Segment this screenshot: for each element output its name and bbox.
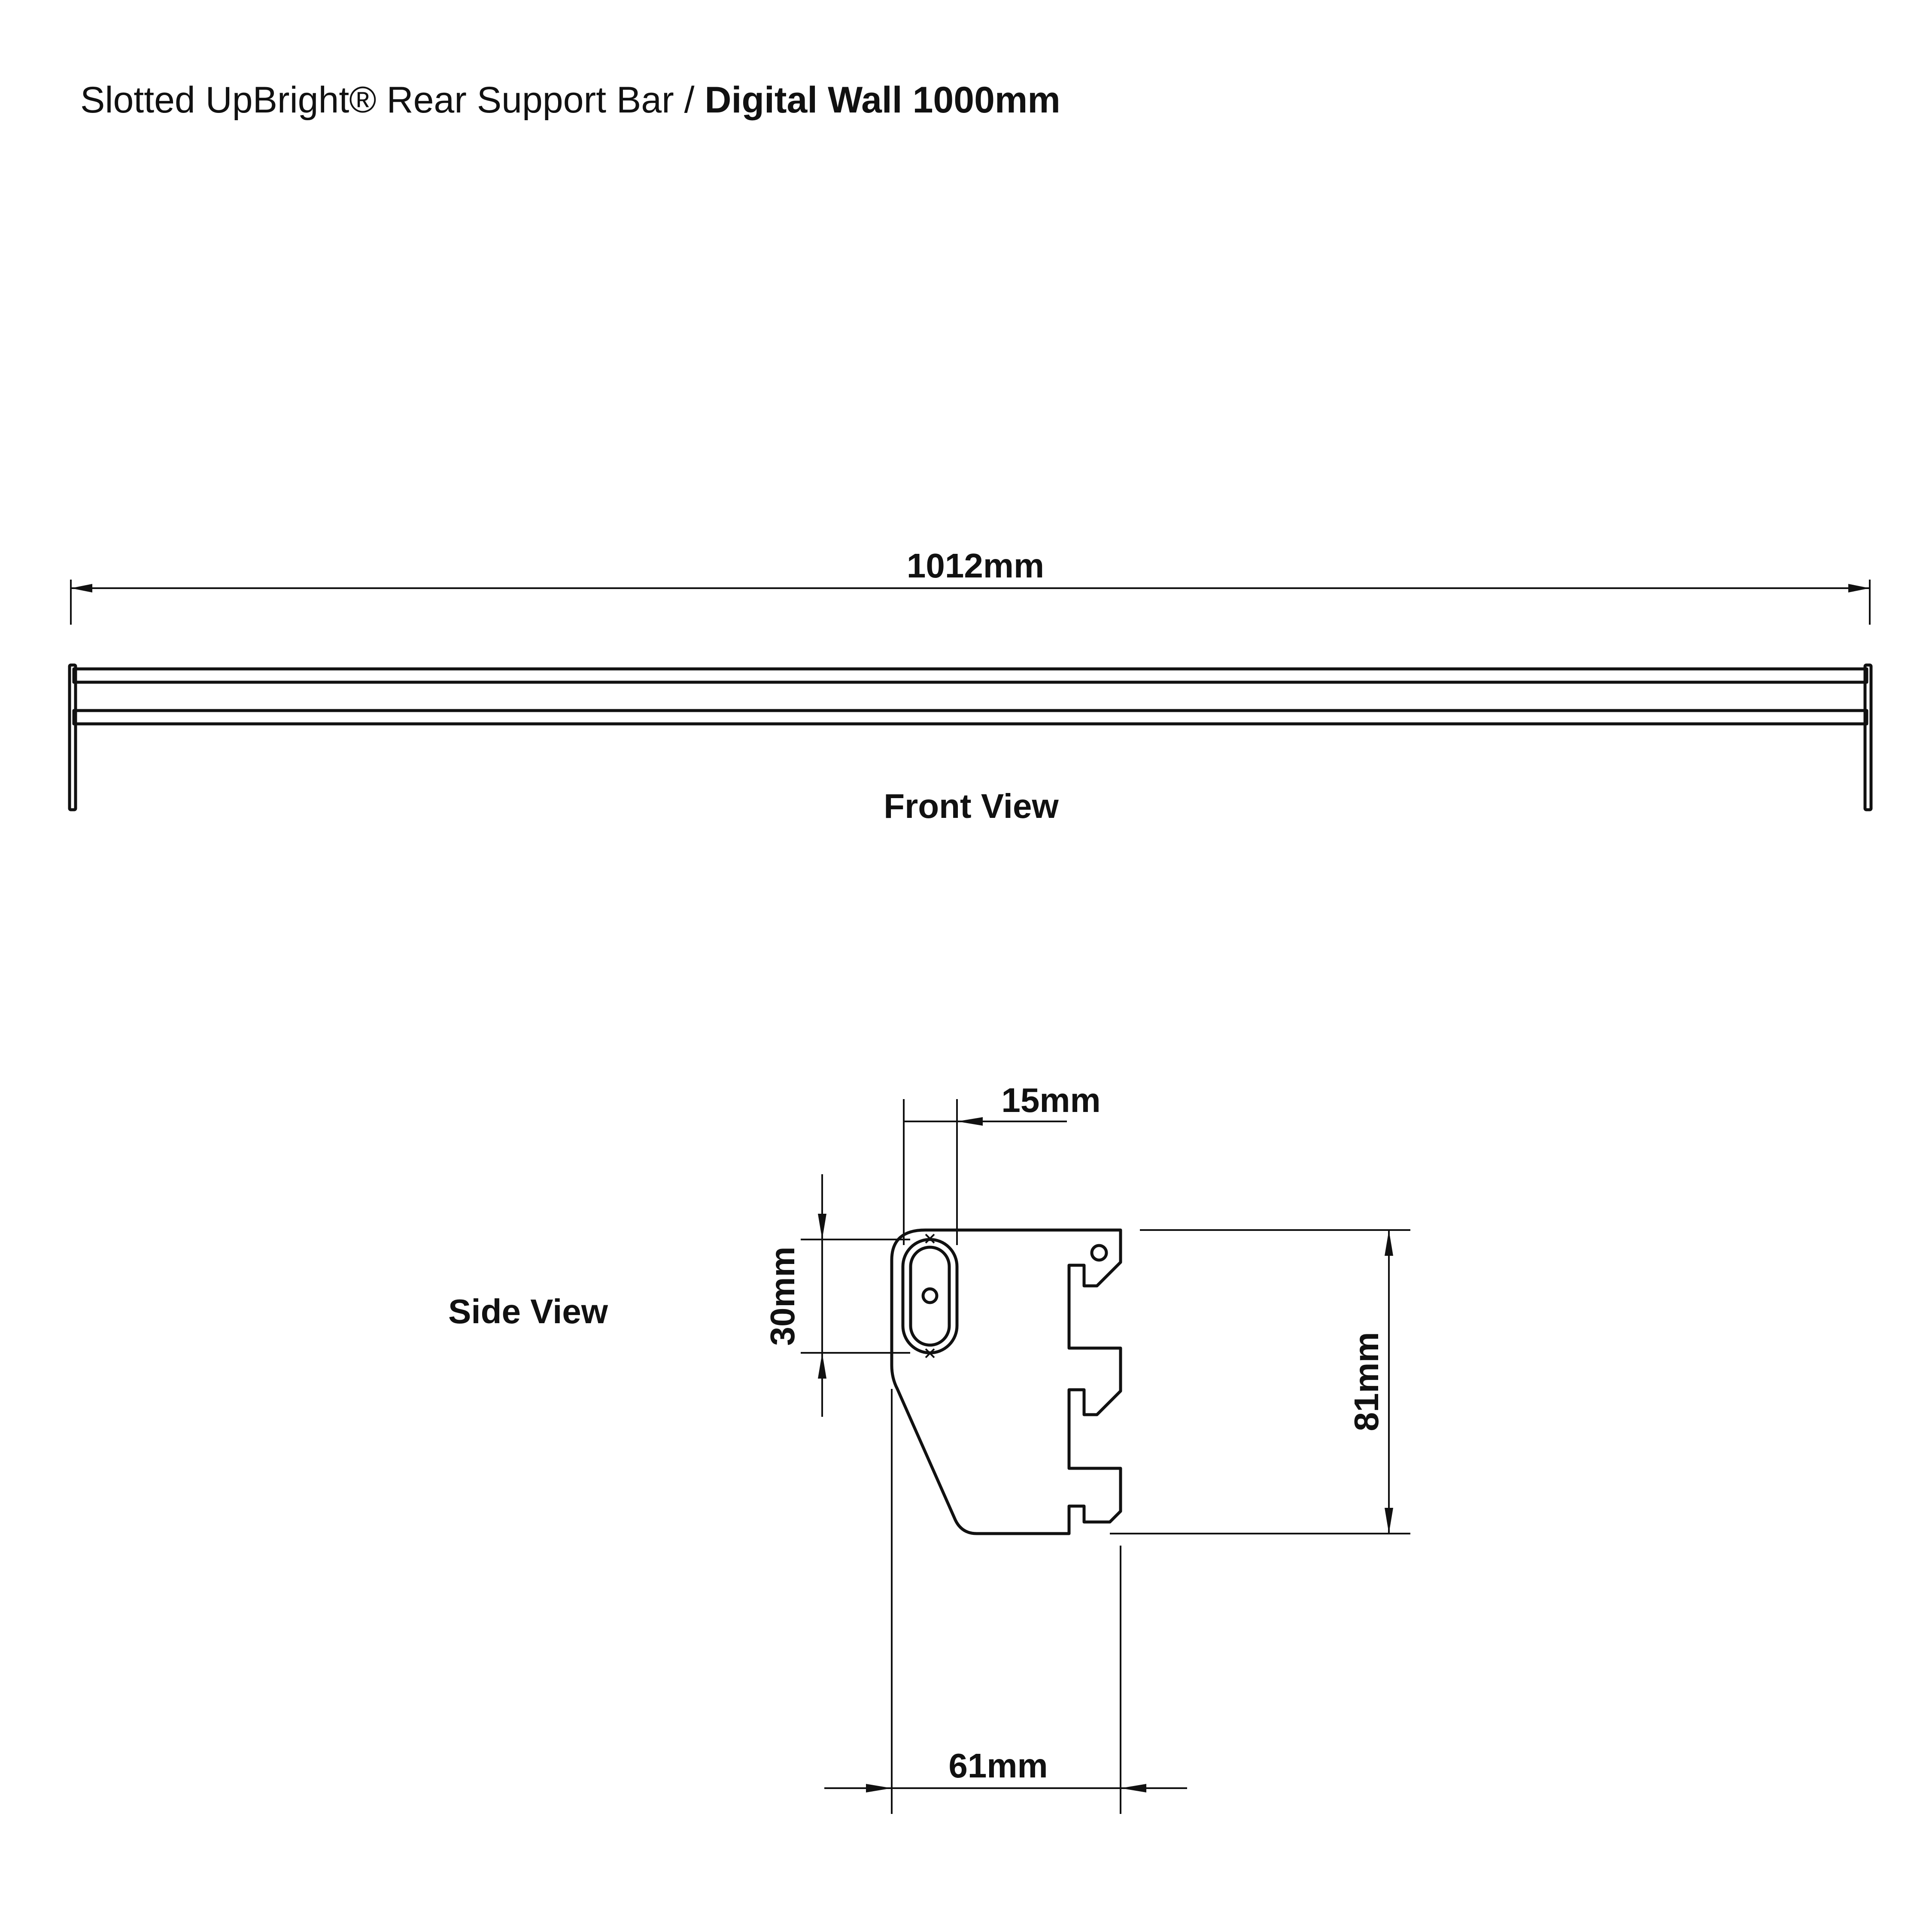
bracket-profile xyxy=(890,1228,1122,1535)
depth-dimension: 61mm xyxy=(824,1389,1187,1814)
slot-width-label: 15mm xyxy=(1001,1081,1100,1119)
title-prefix: Slotted UpBright® Rear Support Bar / xyxy=(80,79,705,121)
height-dimension: 81mm xyxy=(1110,1229,1410,1534)
slot-hole xyxy=(921,1287,939,1304)
side-view: Side View 15mm 30mm xyxy=(448,1081,1410,1814)
depth-label: 61mm xyxy=(948,1747,1048,1785)
slot-center-marks xyxy=(925,1233,935,1358)
title-bold: Digital Wall 1000mm xyxy=(705,79,1060,121)
height-label: 81mm xyxy=(1347,1332,1385,1431)
side-view-label: Side View xyxy=(448,1292,608,1331)
slot-height-dimension: 30mm xyxy=(763,1174,910,1417)
corner-hole xyxy=(1090,1244,1108,1262)
slot-width-dimension: 15mm xyxy=(903,1081,1101,1245)
slot-height-label: 30mm xyxy=(763,1246,802,1346)
slot-inner xyxy=(909,1245,951,1347)
front-view: 1012mm Front View xyxy=(68,547,1873,825)
front-view-label: Front View xyxy=(884,787,1059,825)
drawing-title: Slotted UpBright® Rear Support Bar / Dig… xyxy=(80,79,1060,121)
support-bar xyxy=(68,663,1873,811)
front-length-label: 1012mm xyxy=(907,547,1044,585)
front-length-dimension: 1012mm xyxy=(70,547,1871,625)
